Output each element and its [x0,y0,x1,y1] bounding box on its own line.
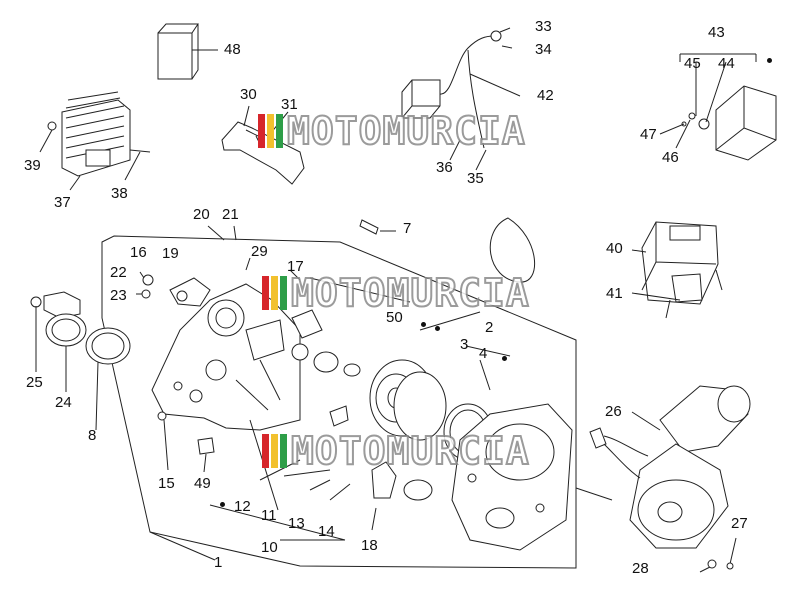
part-40-ecu [631,221,723,319]
group-dot [421,322,426,327]
callout-43: 43 [708,24,725,41]
callout-29: 29 [251,243,268,260]
part-37-voltage-regulator [39,91,151,191]
part-48-cap [157,23,218,80]
left-crankcase [151,283,301,431]
callout-41: 41 [606,285,623,302]
callout-13: 13 [288,515,305,532]
callout-34: 34 [535,41,552,58]
leader-lines [136,225,511,531]
callout-31: 31 [281,96,298,113]
watermark-bottom: MOTOMURCIA [262,429,530,473]
callout-49: 49 [194,475,211,492]
middle-gears [291,309,493,501]
callout-14: 14 [318,523,335,540]
callout-3: 3 [460,336,469,353]
right-crankcase [451,403,573,551]
callout-47: 47 [640,126,657,143]
watermark-middle: MOTOMURCIA [262,271,530,315]
watermark-text: MOTOMURCIA [290,271,530,315]
callout-28: 28 [632,560,649,577]
callout-40: 40 [606,240,623,257]
part-7-bolt [359,219,396,235]
group-dot [220,502,225,507]
group-dot [435,326,440,331]
callout-30: 30 [240,86,257,103]
callout-44: 44 [718,55,735,72]
callout-50: 50 [386,309,403,326]
watermark-flag [262,434,289,468]
callout-36: 36 [436,159,453,176]
callout-45: 45 [684,55,701,72]
callout-27: 27 [731,515,748,532]
callout-39: 39 [24,157,41,174]
watermark-flag [258,114,285,148]
callout-23: 23 [110,287,127,304]
callout-26: 26 [605,403,622,420]
callout-19: 19 [162,245,179,262]
group-dot [502,356,507,361]
callout-18: 18 [361,537,378,554]
callout-21: 21 [222,206,239,223]
callout-22: 22 [110,264,127,281]
group-dot [767,58,772,63]
callout-48: 48 [224,41,241,58]
callout-37: 37 [54,194,71,211]
assembly-frame [101,217,577,569]
callout-1: 1 [214,554,223,571]
callout-7: 7 [403,220,412,237]
callout-15: 15 [158,475,175,492]
watermark-text: MOTOMURCIA [286,109,526,153]
watermark-text: MOTOMURCIA [290,429,530,473]
left-small-parts [30,274,215,473]
callout-8: 8 [88,427,97,444]
callout-10: 10 [261,539,278,556]
callout-25: 25 [26,374,43,391]
callout-24: 24 [55,394,72,411]
callout-20: 20 [193,206,210,223]
callout-2: 2 [485,319,494,336]
watermark-top: MOTOMURCIA [258,109,526,153]
watermark-flag [262,276,289,310]
callout-33: 33 [535,18,552,35]
callout-35: 35 [467,170,484,187]
callout-46: 46 [662,149,679,166]
callout-16: 16 [130,244,147,261]
callout-17: 17 [287,258,304,275]
callout-12: 12 [234,498,251,515]
part-26-starter-motor [575,385,751,573]
callout-4: 4 [479,345,488,362]
part-43-control-unit [659,53,777,161]
part-42-relay-cable [401,27,521,171]
callout-42: 42 [537,87,554,104]
callout-11: 11 [261,507,277,524]
callout-38: 38 [111,185,128,202]
